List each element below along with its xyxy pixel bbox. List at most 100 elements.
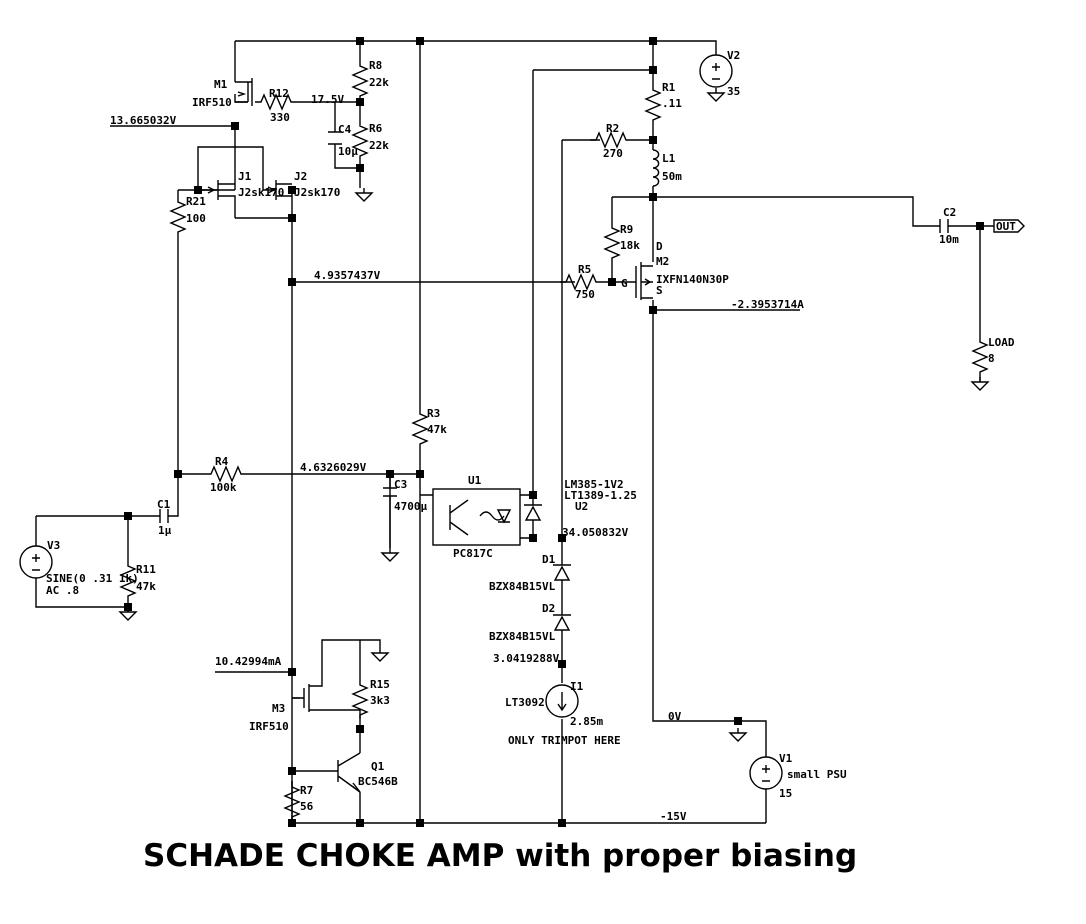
v3-value2: AC .8 xyxy=(46,584,79,597)
transistor-j2 xyxy=(263,180,292,200)
labels: M1 IRF510 R12 330 R8 22k R6 22k C4 10µ J… xyxy=(46,49,1016,823)
annotation-v-r4: 4.6326029V xyxy=(300,461,367,474)
transistor-m1 xyxy=(234,78,253,106)
transistor-m2 xyxy=(612,262,653,300)
c1-ref: C1 xyxy=(157,498,171,511)
r5-value: 750 xyxy=(575,288,595,301)
r1-ref: R1 xyxy=(662,81,676,94)
u2-part2: LT1389-1.25 xyxy=(564,489,637,502)
v1-desc: small PSU xyxy=(787,768,847,781)
r21-ref: R21 xyxy=(186,195,206,208)
r15-ref: R15 xyxy=(370,678,390,691)
v2-value: 35 xyxy=(727,85,740,98)
m2-pin-s: S xyxy=(656,284,663,297)
l1-value: 50m xyxy=(662,170,682,183)
m2-pin-d: D xyxy=(656,240,663,253)
d2-part: BZX84B15VL xyxy=(489,630,556,643)
c3-value: 4700µ xyxy=(394,500,427,513)
v1-value: 15 xyxy=(779,787,792,800)
r9-value: 18k xyxy=(620,239,640,252)
c4-value: 10µ xyxy=(338,145,358,158)
transistor-j1 xyxy=(198,180,236,218)
j1-part: J2sk170 xyxy=(238,186,284,199)
page-title: SCHADE CHOKE AMP with proper biasing xyxy=(143,838,857,874)
v1-ref: V1 xyxy=(779,752,793,765)
r7-ref: R7 xyxy=(300,784,313,797)
r3-value: 47k xyxy=(427,423,447,436)
u2-part1: LM385-1V2 xyxy=(564,478,624,491)
m1-part: IRF510 xyxy=(192,96,232,109)
annotation-v-jfet-drain: 4.9357437V xyxy=(314,269,381,282)
r2-ref: R2 xyxy=(606,122,619,135)
d1-ref: D1 xyxy=(542,553,556,566)
c2-ref: C2 xyxy=(943,206,956,219)
r7-value: 56 xyxy=(300,800,314,813)
c3-ref: C3 xyxy=(394,478,407,491)
out-port xyxy=(993,219,1025,233)
load-ref: LOAD xyxy=(988,336,1015,349)
annotation-v-gnd: 0V xyxy=(668,710,682,723)
voltage-source-v2 xyxy=(699,54,733,88)
voltage-source-v1 xyxy=(749,756,783,790)
m2-ref: M2 xyxy=(656,255,669,268)
m1-ref: M1 xyxy=(214,78,228,91)
reference-u2 xyxy=(524,499,542,534)
r3-ref: R3 xyxy=(427,407,440,420)
r5-ref: R5 xyxy=(578,263,591,276)
annotation-v-neg: -15V xyxy=(660,810,687,823)
r1-value: .11 xyxy=(662,97,682,110)
v2-ref: V2 xyxy=(727,49,740,62)
c4-ref: C4 xyxy=(338,123,352,136)
r11-value: 47k xyxy=(136,580,156,593)
zener-d2 xyxy=(553,614,571,631)
annotation-i-m2: -2.3953714A xyxy=(731,298,804,311)
v3-ref: V3 xyxy=(47,539,60,552)
load-value: 8 xyxy=(988,352,995,365)
i1-part: LT3092 xyxy=(505,696,545,709)
u1-part: PC817C xyxy=(453,547,493,560)
r4-value: 100k xyxy=(210,481,237,494)
j2-ref: J2 xyxy=(294,170,307,183)
optocoupler-u1 xyxy=(420,488,533,546)
r6-value: 22k xyxy=(369,139,389,152)
transistor-m3 xyxy=(292,639,361,719)
r6-ref: R6 xyxy=(369,122,383,135)
u1-ref: U1 xyxy=(468,474,482,487)
c2-value: 10m xyxy=(939,233,959,246)
r2-value: 270 xyxy=(603,147,623,160)
m2-part: IXFN140N30P xyxy=(656,273,729,286)
d1-part: BZX84B15VL xyxy=(489,580,556,593)
r21-value: 100 xyxy=(186,212,206,225)
j2-part: J2sk170 xyxy=(294,186,340,199)
junctions xyxy=(124,37,984,827)
zener-d1 xyxy=(553,564,571,581)
capacitors xyxy=(159,131,949,548)
current-source-i1 xyxy=(545,684,579,718)
u2-ref: U2 xyxy=(575,500,588,513)
m2-pin-g: G xyxy=(621,277,628,290)
r12-value: 330 xyxy=(270,111,290,124)
c1-value: 1µ xyxy=(158,524,172,537)
r8-value: 22k xyxy=(369,76,389,89)
r8-ref: R8 xyxy=(369,59,382,72)
i1-value: 2.85m xyxy=(570,715,603,728)
i1-note: ONLY TRIMPOT HERE xyxy=(508,734,621,747)
annotation-v-m1-source: 13.665032V xyxy=(110,114,177,127)
r9-ref: R9 xyxy=(620,223,633,236)
m3-part: IRF510 xyxy=(249,720,289,733)
out-label: OUT xyxy=(996,220,1016,233)
transistor-q1 xyxy=(337,752,361,793)
r11-ref: R11 xyxy=(136,563,156,576)
q1-part: BC546B xyxy=(358,775,398,788)
annotation-v-r12: 17.5V xyxy=(311,93,344,106)
voltage-source-v3 xyxy=(19,545,53,579)
annotation-v-i1: 3.0419288V xyxy=(493,652,560,665)
r15-value: 3k3 xyxy=(370,694,390,707)
j1-ref: J1 xyxy=(238,170,252,183)
r4-ref: R4 xyxy=(215,455,229,468)
inductor-l1 xyxy=(652,149,660,187)
r12-ref: R12 xyxy=(269,87,289,100)
i1-ref: I1 xyxy=(570,680,584,693)
annotation-i-m3: 10.42994mA xyxy=(215,655,282,668)
